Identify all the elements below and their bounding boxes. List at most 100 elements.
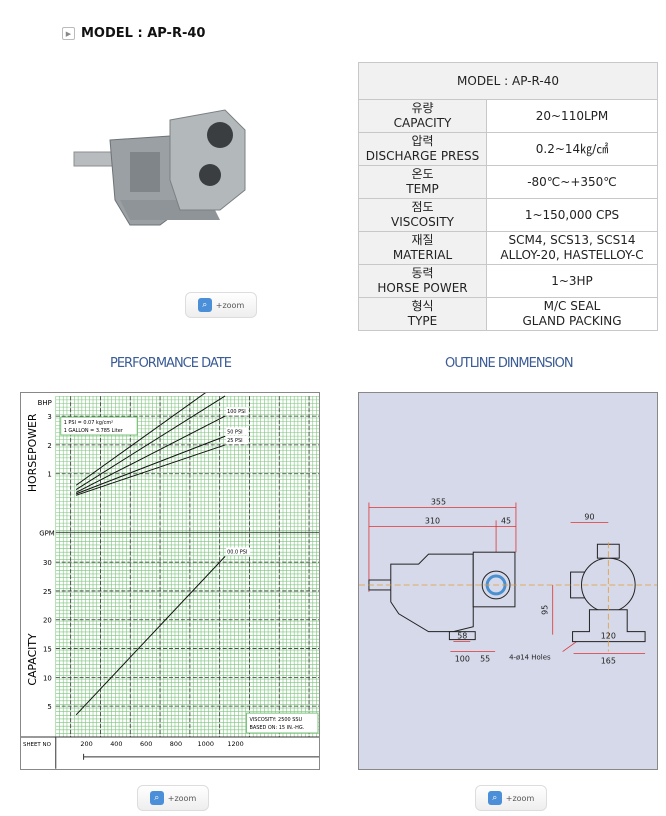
spec-label-ko: 재질 [411, 233, 434, 247]
note-text: 1 PSI = 0.07 kg/cm² [64, 420, 113, 426]
spec-value-line1: M/C SEAL [543, 299, 601, 313]
spec-title: MODEL : AP-R-40 [358, 62, 658, 100]
spec-label-ko: 형식 [411, 299, 434, 313]
series-label: 150 PSI [227, 392, 246, 395]
spec-value-line1: SCM4, SCS13, SCS14 [508, 233, 636, 247]
performance-heading: PERFORMANCE DATE [110, 356, 232, 371]
zoom-chart-button[interactable]: ⌕+zoom [137, 785, 209, 811]
dimension-label: 90 [584, 512, 594, 521]
series-label: 100 PSI [227, 409, 246, 415]
spec-label-en: HORSE POWER [377, 281, 468, 295]
spec-label-ko: 유량 [411, 101, 434, 115]
hp-series-line [75, 444, 226, 496]
gpm-tick-label: 15 [43, 646, 52, 654]
magnifier-icon: ⌕ [487, 791, 502, 805]
spec-value-line2: ALLOY-20, HASTELLOY-C [500, 248, 644, 262]
spec-value: 1~3HP [486, 264, 658, 298]
spec-value: 1~150,000 CPS [486, 198, 658, 232]
magnifier-icon: ⌕ [149, 791, 164, 805]
series-label-bg [226, 435, 248, 444]
series-label: 25 PSI [227, 438, 242, 444]
dimension-label: 310 [425, 516, 440, 525]
spec-label-en: MATERIAL [392, 248, 453, 262]
spec-label-en: TEMP [406, 182, 439, 196]
hp-tick-label: 1 [47, 471, 51, 479]
spec-label-en: VISCOSITY [390, 215, 454, 229]
dimension-label: 100 [455, 654, 470, 663]
x-tick-label: 1000 [198, 740, 214, 748]
hp-axis-title: HORSEPOWER [26, 413, 39, 492]
hp-series-line [75, 435, 226, 495]
spec-label-en: DISCHARGE PRESS [365, 149, 480, 163]
capacity-axis-title: CAPACITY [26, 633, 39, 686]
note-box [60, 416, 138, 436]
series-label: 50 PSI [227, 429, 242, 435]
dimension-label: 58 [457, 632, 467, 641]
hp-series-line [75, 415, 226, 493]
x-tick-label: 1200 [227, 740, 243, 748]
spec-value: 0.2~14㎏/㎠ [486, 132, 658, 166]
spec-label-ko: 압력 [411, 134, 434, 148]
pump-photo [73, 109, 246, 226]
x-tick-label: 200 [80, 740, 92, 748]
zoom-outline-button[interactable]: ⌕+zoom [475, 785, 547, 811]
spec-value-line1: 0.2~14㎏/㎠ [535, 141, 609, 156]
model-title: MODEL : AP-R-40 [81, 26, 206, 41]
footer-note-text: VISCOSITY: 2500 SSU [249, 717, 302, 723]
spec-value: 20~110LPM [486, 99, 658, 133]
x-tick-label: 400 [110, 740, 122, 748]
zoom-photo-button[interactable]: ⌕+zoom [185, 292, 257, 318]
gpm-tick-label: 20 [43, 617, 52, 625]
gpm-label: GPM [39, 529, 55, 537]
dimension-label: 165 [601, 656, 616, 665]
x-tick-label: 800 [170, 740, 182, 748]
dimension-label: 355 [431, 498, 446, 507]
series-label-bg [226, 407, 248, 416]
spec-label-ko: 온도 [411, 167, 434, 181]
hp-tick-label: 3 [47, 413, 51, 421]
spec-value-line1: 20~110LPM [535, 108, 609, 123]
gpm-tick-label: 30 [43, 559, 52, 567]
spec-value-line1: 1~3HP [551, 273, 593, 288]
play-arrow-icon: ▶ [62, 27, 75, 40]
spec-value: -80℃~+350℃ [486, 165, 658, 199]
dimension-label: 45 [501, 516, 511, 525]
spec-value-line2: GLAND PACKING [522, 314, 622, 328]
spec-label-en: CAPACITY [393, 116, 452, 130]
series-label-bg [226, 427, 248, 436]
footer-note-box [245, 712, 319, 734]
gpm-tick-label: 10 [43, 674, 52, 682]
hp-tick-label: 2 [47, 442, 51, 450]
note-text: 1 GALLON = 3.785 Liter [64, 428, 124, 434]
series-label-bg [226, 393, 248, 395]
gpm-tick-label: 5 [47, 703, 51, 711]
spec-label-en: TYPE [407, 314, 438, 328]
spec-value-line1: -80℃~+350℃ [527, 174, 617, 189]
capacity-series-line [75, 556, 226, 716]
footer-note-text: BASED ON: 15 IN.-HG. [249, 725, 304, 731]
dimension-label: 55 [480, 654, 490, 663]
x-tick-label: 600 [140, 740, 152, 748]
spec-label-ko: 동력 [411, 266, 434, 280]
performance-chart: 123451015202530BHPGPMHORSEPOWERCAPACITY1… [20, 392, 320, 770]
outline-heading: OUTLINE DINMENSION [445, 356, 574, 371]
hp-series-line [75, 393, 206, 486]
spec-label-ko: 점도 [411, 200, 434, 214]
dimension-label: 120 [601, 632, 616, 641]
